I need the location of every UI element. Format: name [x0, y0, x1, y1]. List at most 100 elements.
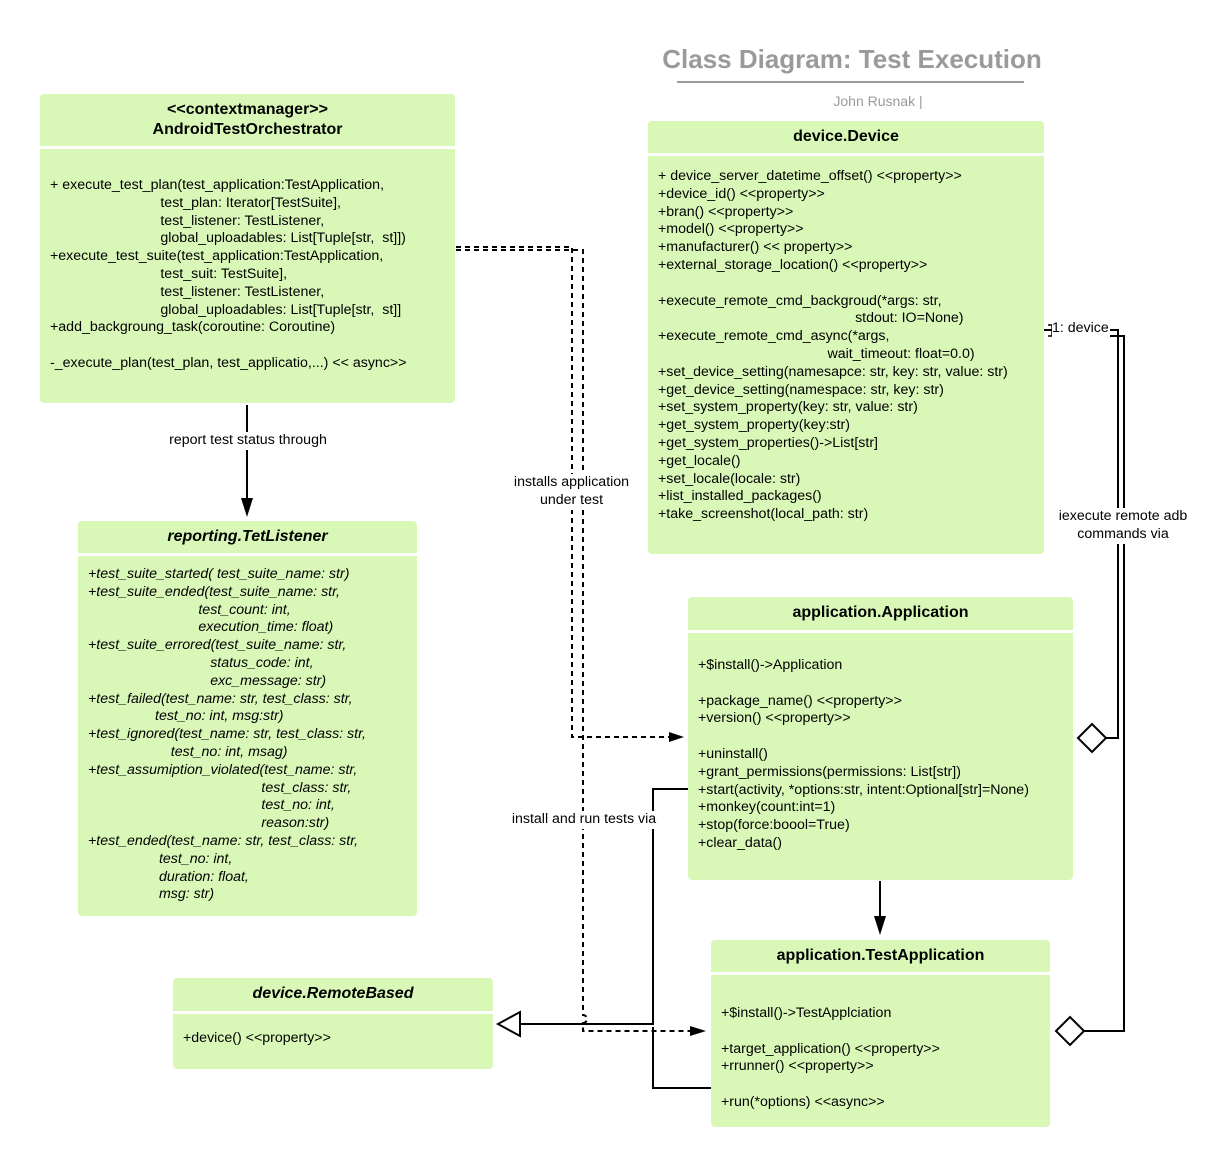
- class-name: device.Device: [793, 128, 899, 145]
- diagram-title: Class Diagram: Test Execution: [662, 44, 1042, 74]
- class-member: test_count: int,: [88, 601, 291, 618]
- aggregation-diamond-1: [1076, 722, 1108, 754]
- aggregation-diamond-2: [1054, 1015, 1086, 1047]
- class-member: +test_ended(test_name: str, test_class: …: [88, 832, 359, 849]
- class-separator: [173, 1011, 493, 1014]
- label-execute-adb: iexecute remote adb commands via: [1052, 508, 1194, 544]
- label-installs-app: installs application under test: [506, 474, 637, 510]
- class-separator: [648, 153, 1044, 156]
- class-member: [50, 337, 451, 355]
- class-member: global_uploadables: List[Tuple[str, st]]…: [50, 230, 406, 247]
- class-member: test_no: int, msag): [88, 743, 288, 760]
- class-member: wait_timeout: float=0.0): [658, 345, 975, 362]
- class-name: application.TestApplication: [776, 947, 985, 964]
- class-member: +take_screenshot(local_path: str): [658, 506, 869, 523]
- class-member: +run(*options) <<async>>: [721, 1093, 885, 1110]
- class-separator: [711, 972, 1050, 975]
- class-member: +start(activity, *options:str, intent:Op…: [698, 781, 1029, 798]
- class-application: application.Application +$install()->App…: [688, 597, 1073, 880]
- class-stereotype: <<contextmanager>>: [167, 101, 328, 118]
- dashed-arrowhead-2: [690, 1026, 706, 1036]
- class-member: +set_locale(locale: str): [658, 470, 801, 487]
- class-member: +execute_remote_cmd_backgroud(*args: str…: [658, 292, 942, 309]
- class-members: +test_suite_started( test_suite_name: st…: [88, 566, 413, 904]
- dashed-arrowhead-1: [669, 732, 684, 742]
- class-device: device.Device + device_server_datetime_o…: [648, 121, 1044, 554]
- class-member: +test_suite_errored(test_suite_name: str…: [88, 637, 347, 654]
- class-members: +device() <<property>>: [183, 1030, 489, 1048]
- class-member: +manufacturer() << property>>: [658, 239, 853, 256]
- class-member: msg: str): [88, 886, 215, 903]
- class-member: + execute_test_plan(test_application:Tes…: [50, 177, 385, 193]
- class-member: test_listener: TestListener,: [50, 283, 325, 300]
- class-member: +test_suite_ended(test_suite_name: str,: [88, 583, 340, 600]
- report-arrowhead: [241, 498, 253, 517]
- class-member: +get_device_setting(namespace: str, key:…: [658, 381, 944, 398]
- app-to-testapp-arrowhead: [874, 916, 886, 935]
- install-run-line: [652, 788, 689, 1021]
- class-name: application.Application: [792, 604, 969, 621]
- class-android-test-orchestrator: <<contextmanager>> AndroidTestOrchestrat…: [40, 94, 455, 403]
- class-member: +get_locale(): [658, 452, 741, 469]
- class-member: +device() <<property>>: [183, 1030, 331, 1046]
- class-member: +$install()->TestApplciation: [721, 1005, 892, 1021]
- class-member: +test_failed(test_name: str, test_class:…: [88, 690, 353, 707]
- class-member: test_no: int, msg:str): [88, 708, 284, 725]
- class-member: duration: float,: [88, 868, 249, 885]
- class-member: +model() <<property>>: [658, 221, 804, 238]
- generalization-triangle: [495, 1010, 521, 1038]
- label-report-status: report test status through: [160, 432, 336, 450]
- class-member: [721, 1023, 1046, 1041]
- class-member: +$install()->Application: [698, 657, 843, 673]
- class-member: +execute_test_suite(test_application:Tes…: [50, 248, 384, 265]
- class-member: +rrunner() <<property>>: [721, 1058, 874, 1075]
- class-separator: [78, 553, 417, 556]
- class-member: +test_suite_started( test_suite_name: st…: [88, 566, 350, 582]
- class-test-application: application.TestApplication +$install()-…: [711, 940, 1050, 1127]
- class-member: +test_assumiption_violated(test_name: st…: [88, 761, 358, 778]
- class-member: +monkey(count:int=1): [698, 799, 836, 816]
- class-tet-listener: reporting.TetListener +test_suite_starte…: [78, 521, 417, 916]
- class-member: test_suit: TestSuite],: [50, 265, 288, 282]
- class-member: test_plan: Iterator[TestSuite],: [50, 194, 341, 211]
- class-name: device.RemoteBased: [252, 985, 414, 1002]
- label-install-run: install and run tests via: [504, 811, 664, 829]
- device-aggregation-line-2: [1084, 335, 1125, 1032]
- label-device-role: 1: device: [1052, 320, 1110, 338]
- class-remote-based: device.RemoteBased +device() <<property>…: [173, 978, 493, 1069]
- class-member: [721, 1076, 1046, 1094]
- class-member: exc_message: str): [88, 672, 327, 689]
- class-member: global_uploadables: List[Tuple[str, st]]: [50, 301, 402, 318]
- class-member: status_code: int,: [88, 654, 314, 671]
- class-member: +get_system_property(key:str): [658, 417, 850, 434]
- class-member: +target_application() <<property>>: [721, 1040, 940, 1057]
- class-member: +device_id() <<property>>: [658, 185, 825, 202]
- class-separator: [688, 630, 1073, 633]
- title-underline: [677, 81, 1024, 83]
- generalization-line: [520, 1021, 712, 1089]
- class-member: test_class: str,: [88, 779, 352, 796]
- class-member: -_execute_plan(test_plan, test_applicati…: [50, 354, 407, 371]
- class-member: [658, 275, 1040, 293]
- class-member: test_listener: TestListener,: [50, 212, 325, 229]
- class-member: +clear_data(): [698, 834, 782, 851]
- class-member: +external_storage_location() <<property>…: [658, 256, 928, 273]
- class-members: +$install()->Application +package_name() …: [698, 657, 1069, 853]
- class-member: +set_system_property(key: str, value: st…: [658, 399, 918, 416]
- class-member: +bran() <<property>>: [658, 203, 794, 220]
- class-members: + execute_test_plan(test_application:Tes…: [50, 177, 451, 373]
- class-members: + device_server_datetime_offset() <<prop…: [658, 168, 1040, 524]
- class-member: +version() <<property>>: [698, 710, 851, 727]
- class-member: test_no: int,: [88, 850, 233, 867]
- class-member: +get_system_properties()->List[str]: [658, 434, 878, 451]
- class-members: +$install()->TestApplciation +target_appl…: [721, 1005, 1046, 1112]
- class-member: test_no: int,: [88, 797, 335, 814]
- diagram-author: John Rusnak |: [833, 93, 923, 109]
- class-member: +execute_remote_cmd_async(*args,: [658, 328, 890, 345]
- class-member: stdout: IO=None): [658, 310, 964, 327]
- class-name: AndroidTestOrchestrator: [152, 121, 343, 138]
- class-member: +stop(force:boool=True): [698, 817, 850, 834]
- class-member: + device_server_datetime_offset() <<prop…: [658, 168, 962, 184]
- class-member: +add_backgroung_task(coroutine: Coroutin…: [50, 319, 336, 336]
- class-member: +package_name() <<property>>: [698, 692, 902, 709]
